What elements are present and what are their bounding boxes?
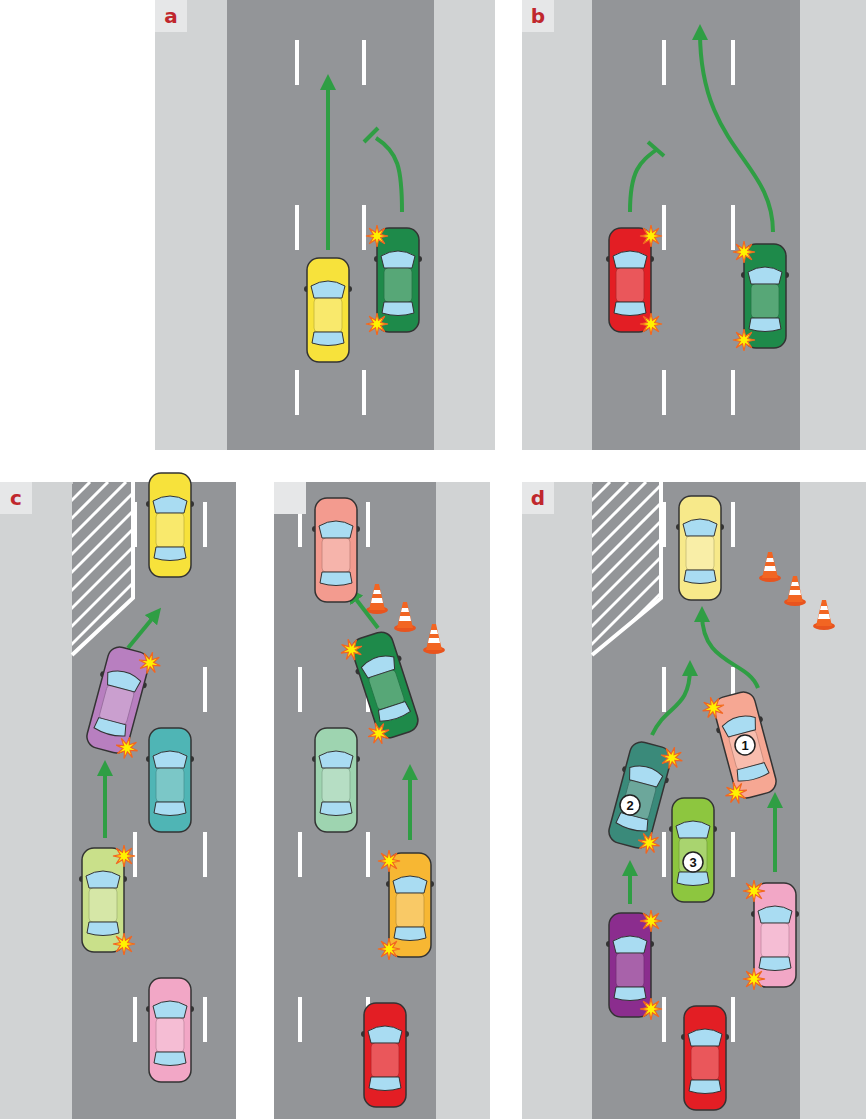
movement-arrow	[376, 138, 402, 212]
traffic-cone	[784, 576, 806, 606]
blinker-flash	[743, 880, 765, 902]
panel-letter: c	[10, 488, 22, 508]
traffic-cone	[813, 600, 835, 630]
panel-tab	[522, 482, 554, 514]
blinker-flash	[640, 998, 662, 1020]
car	[378, 850, 434, 960]
road-panel	[522, 0, 866, 450]
car	[669, 798, 717, 902]
car	[312, 728, 360, 832]
blinker-flash	[733, 241, 755, 263]
movement-arrow	[700, 32, 773, 232]
panel-tab	[522, 0, 554, 32]
movement-arrow	[628, 868, 632, 904]
stop-bar	[364, 128, 378, 142]
blinker-flash	[338, 636, 366, 664]
blinker-flash	[743, 968, 765, 990]
car	[366, 225, 422, 335]
blinker-flash	[723, 779, 750, 806]
movement-arrow	[630, 150, 656, 212]
movement-arrow	[773, 800, 777, 872]
car	[743, 880, 799, 990]
traffic-cone	[394, 602, 416, 632]
movement-arrow	[702, 614, 758, 688]
callout-badge	[683, 852, 703, 872]
blinker-flash	[366, 313, 388, 335]
blinker-flash	[366, 225, 388, 247]
car	[733, 241, 789, 351]
movement-arrow	[352, 594, 378, 628]
panel-letter: d	[531, 488, 545, 508]
car	[146, 978, 194, 1082]
car	[700, 686, 783, 807]
panel-tab	[0, 482, 32, 514]
traffic-cone	[423, 624, 445, 654]
blinker-flash	[378, 938, 400, 960]
road-panel	[274, 482, 490, 1119]
road-panel	[0, 482, 468, 1119]
blinker-flash	[658, 744, 685, 771]
blinker-flash	[635, 829, 662, 856]
movement-arrow	[326, 82, 330, 250]
car	[79, 845, 135, 955]
movement-arrow	[408, 772, 412, 840]
movement-arrow	[103, 768, 107, 838]
panel-letter: a	[164, 6, 178, 26]
callout-number: 2	[626, 799, 633, 812]
road-panel	[155, 0, 495, 450]
callout-number: 1	[741, 739, 748, 752]
car	[681, 1006, 729, 1110]
panel-letter: b	[531, 6, 545, 26]
blinker-flash	[113, 845, 135, 867]
blinker-flash	[640, 313, 662, 335]
panel-tab	[155, 0, 187, 32]
blinker-flash	[640, 225, 662, 247]
car	[304, 258, 352, 362]
blinker-flash	[113, 933, 135, 955]
car	[606, 910, 662, 1020]
car	[146, 728, 194, 832]
panel-tab	[274, 482, 306, 514]
movement-arrow	[652, 668, 690, 735]
stop-bar	[648, 142, 664, 156]
car	[146, 473, 194, 577]
blinker-flash	[640, 910, 662, 932]
road-panel	[392, 482, 866, 1119]
callout-badge	[735, 735, 755, 755]
car	[676, 496, 724, 600]
traffic-cone	[759, 552, 781, 582]
blinker-flash	[378, 850, 400, 872]
blinker-flash	[733, 329, 755, 351]
blinker-flash	[136, 649, 163, 676]
car	[606, 225, 662, 335]
traffic-cone	[366, 584, 388, 614]
blinker-flash	[113, 734, 140, 761]
car	[361, 1003, 409, 1107]
callout-number: 3	[689, 856, 696, 869]
blinker-flash	[365, 719, 393, 747]
blinker-flash	[700, 694, 727, 721]
movement-arrow	[128, 614, 156, 648]
car	[312, 498, 360, 602]
callout-badge	[620, 795, 640, 815]
